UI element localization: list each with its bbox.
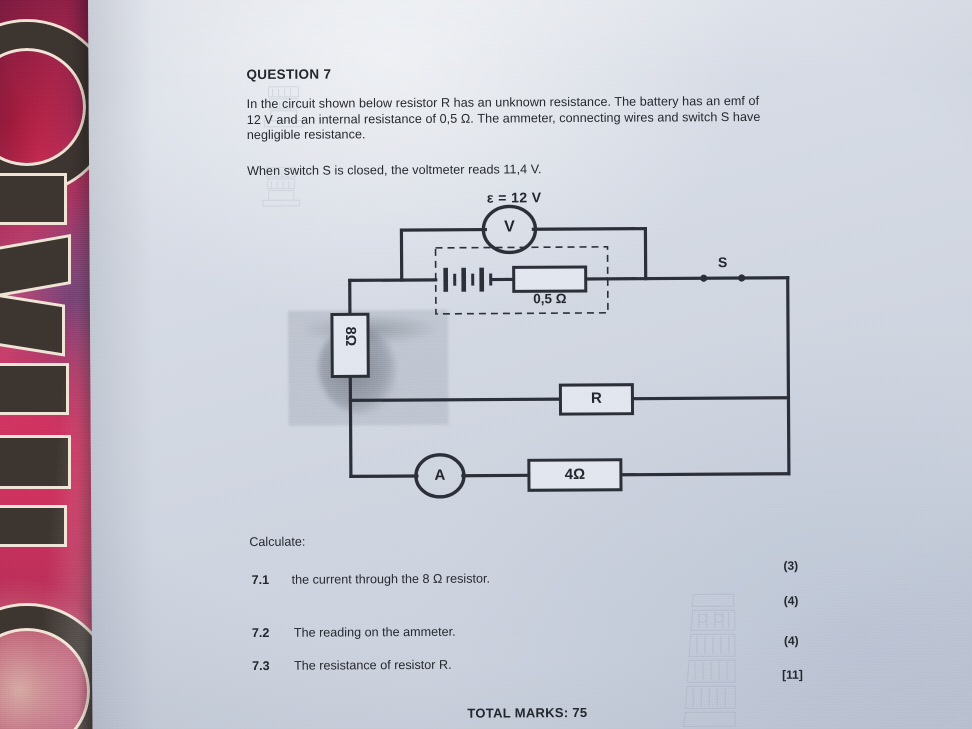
resistor-4ohm-label: 4Ω (564, 465, 586, 484)
internal-resistance-label: 0,5 Ω (533, 291, 567, 307)
resistor-4ohm-symbol (527, 458, 623, 492)
magazine-cover-backdrop (0, 0, 96, 729)
question-total-marks: [11] (782, 667, 803, 682)
resistor-R-symbol (558, 383, 635, 416)
cover-letter-bar-5 (0, 438, 68, 486)
ammeter-symbol (414, 453, 466, 499)
sub-question-text-2: The reading on the ammeter. (293, 624, 456, 640)
cover-glare (0, 0, 96, 729)
leaning-tower-watermark-bottom (668, 580, 755, 729)
voltmeter-label: V (503, 218, 515, 236)
circuit-diagram: ε = 12 V V 0,5 Ω S 8Ω R A 4Ω (289, 185, 851, 508)
total-marks-footer: TOTAL MARKS: 75 (467, 704, 588, 721)
sub-question-number-2: 7.2 (251, 625, 270, 641)
question-intro-text: In the circuit shown below resistor R ha… (246, 93, 761, 143)
sub-question-marks-2: (4) (783, 593, 799, 608)
voltmeter-symbol (481, 204, 538, 255)
page-title: QUESTION 7 (246, 66, 332, 83)
cover-letter-bar-1 (0, 176, 64, 222)
emf-label: ε = 12 V (486, 189, 542, 206)
cover-letter-bar-4 (0, 366, 66, 412)
sub-question-number-1: 7.1 (251, 572, 270, 588)
switch-contact-right (738, 274, 746, 282)
switch-contact-left (700, 274, 708, 282)
internal-resistance-symbol (512, 265, 588, 293)
ammeter-label: A (434, 466, 446, 484)
sub-question-marks-1: (3) (783, 558, 799, 573)
cover-letter-bar-6 (0, 508, 64, 544)
switch-label: S (717, 254, 728, 271)
sub-question-text-1: the current through the 8 Ω resistor. (291, 571, 491, 587)
question-condition-text: When switch S is closed, the voltmeter r… (247, 162, 542, 179)
calculate-label: Calculate: (249, 534, 306, 550)
sub-question-marks-3: (4) (783, 633, 799, 648)
resistor-R-label: R (590, 389, 602, 407)
battery-symbol (443, 267, 493, 292)
resistor-8ohm-label: 8Ω (341, 326, 359, 347)
resistor-8ohm-symbol (330, 312, 370, 379)
sub-question-number-3: 7.3 (252, 658, 270, 674)
sub-question-text-3: The resistance of resistor R. (294, 657, 452, 673)
paper-content: QUESTION 7 In the circuit shown below re… (88, 0, 972, 729)
